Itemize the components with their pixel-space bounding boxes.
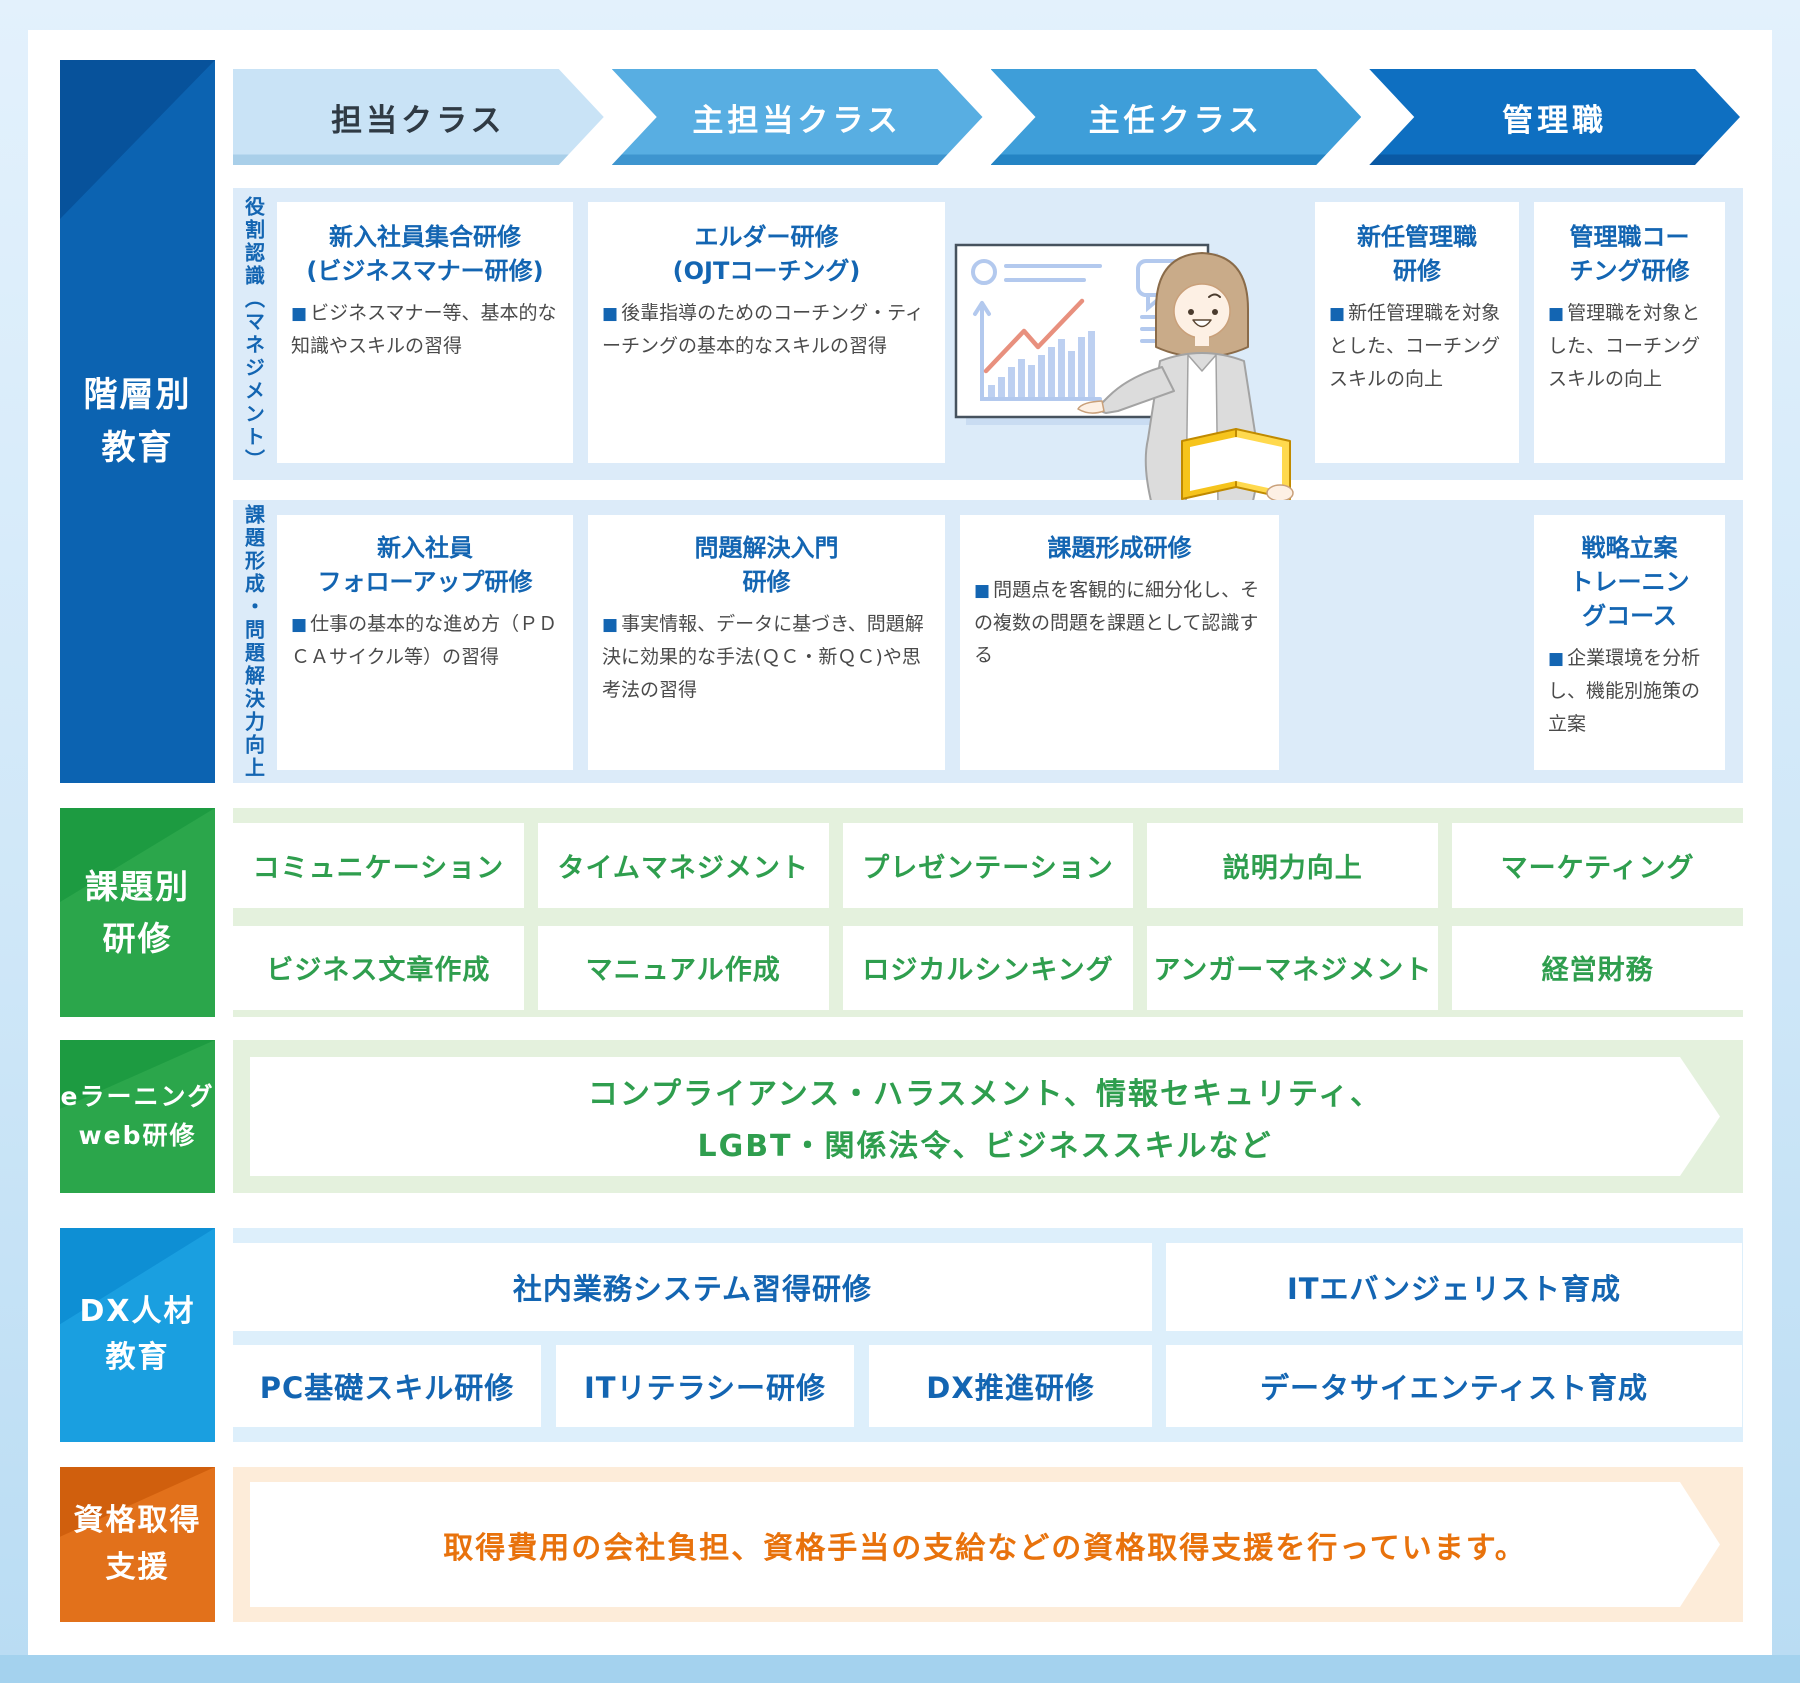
sidebar-label: 階層別 教育	[83, 374, 192, 468]
card-title: エルダー研修 (OJTコーチング)	[672, 223, 861, 286]
sidebar-dx-education: DX人材 教育	[60, 1228, 215, 1442]
bullet-icon: ■	[291, 615, 308, 636]
elearning-band: コンプライアンス・ハラスメント、情報セキュリティ、 LGBT・関係法令、ビジネス…	[233, 1040, 1743, 1193]
dx-education-band: 社内業務システム習得研修 ITエバンジェリスト育成 PC基礎スキル研修 ITリテ…	[233, 1228, 1743, 1442]
card-new-employee-group-training: 新入社員集合研修 (ビジネスマナー研修) ■ビジネスマナー等、基本的な知識やスキ…	[277, 202, 573, 463]
topic-training-grid: コミュニケーション タイムマネジメント プレゼンテーション 説明力向上 マーケテ…	[233, 808, 1743, 1017]
card-body: ■企業環境を分析し、機能別施策の立案	[1548, 647, 1701, 735]
topic-card-marketing: マーケティング	[1452, 823, 1743, 908]
career-level-label: 主任クラス	[1088, 102, 1264, 139]
card-body: ■問題点を客観的に細分化し、その複数の問題を課題として認識する	[974, 579, 1260, 667]
card-issue-formation-training: 課題形成研修 ■問題点を客観的に細分化し、その複数の問題を課題として認識する	[960, 515, 1279, 770]
card-title: 新任管理職 研修	[1357, 223, 1477, 286]
card-title: 新入社員集合研修 (ビジネスマナー研修)	[306, 223, 544, 286]
bullet-icon: ■	[602, 304, 619, 325]
card-body: ■管理職を対象とした、コーチングスキルの向上	[1548, 302, 1701, 390]
dx-card-it-evangelist: ITエバンジェリスト育成	[1166, 1243, 1742, 1331]
card-manager-coaching-training: 管理職コー チング研修 ■管理職を対象とした、コーチングスキルの向上	[1534, 202, 1725, 463]
sidebar-label: 資格取得 支援	[73, 1503, 202, 1585]
card-title: 管理職コー チング研修	[1569, 223, 1690, 286]
topic-card-logical-thinking: ロジカルシンキング	[842, 925, 1134, 1010]
dx-card-dx-promotion: DX推進研修	[869, 1345, 1152, 1427]
career-level-label: 担当クラス	[331, 102, 506, 139]
career-level-label: 主担当クラス	[692, 102, 902, 139]
career-level-arrow-senior-staff: 主担当クラス	[612, 69, 983, 165]
topic-card-manual-creation: マニュアル作成	[537, 925, 829, 1010]
card-title: 新入社員 フォローアップ研修	[317, 534, 533, 597]
sidebar-label: DX人材 教育	[79, 1293, 196, 1376]
career-level-arrow-manager: 管理職	[1369, 69, 1740, 165]
card-body: ■仕事の基本的な進め方（ＰＤＣＡサイクル等）の習得	[291, 613, 558, 668]
topic-card-presentation: プレゼンテーション	[842, 823, 1134, 908]
dx-card-internal-system-training: 社内業務システム習得研修	[233, 1243, 1152, 1331]
card-body: ■ビジネスマナー等、基本的な知識やスキルの習得	[291, 302, 557, 357]
topic-card-business-writing: ビジネス文章作成	[233, 925, 524, 1010]
sidebar-elearning-web-training: eラーニング web研修	[60, 1040, 215, 1193]
elearning-content-card: コンプライアンス・ハラスメント、情報セキュリティ、 LGBT・関係法令、ビジネス…	[250, 1057, 1720, 1176]
career-level-label: 管理職	[1502, 102, 1608, 139]
card-body: ■事実情報、データに基づき、問題解決に効果的な手法(ＱＣ・新ＱＣ)や思考法の習得	[602, 613, 924, 701]
bullet-icon: ■	[602, 615, 619, 636]
topic-card-time-management: タイムマネジメント	[537, 823, 829, 908]
sidebar-hierarchical-education: 階層別 教育	[60, 60, 215, 783]
bullet-icon: ■	[974, 581, 991, 602]
dx-card-it-literacy: ITリテラシー研修	[556, 1345, 854, 1427]
career-level-arrows: 担当クラス 主担当クラス 主任クラス 管理職	[233, 69, 1740, 165]
certification-content-card: 取得費用の会社負担、資格手当の支給などの資格取得支援を行っています。	[250, 1482, 1720, 1607]
card-title: 課題形成研修	[1047, 534, 1192, 562]
card-title: 問題解決入門 研修	[694, 534, 839, 597]
dx-card-pc-basic-skills: PC基礎スキル研修	[233, 1345, 541, 1427]
topic-card-corporate-finance: 経営財務	[1452, 925, 1743, 1010]
bottom-frame-bar	[0, 1655, 1800, 1683]
topic-card-communication: コミュニケーション	[233, 823, 524, 908]
axis-label-problem-solving: 課題形成・問題解決力向上	[241, 503, 266, 780]
card-new-employee-followup-training: 新入社員 フォローアップ研修 ■仕事の基本的な進め方（ＰＤＣＡサイクル等）の習得	[277, 515, 573, 770]
bullet-icon: ■	[291, 304, 308, 325]
card-elder-ojt-coaching-training: エルダー研修 (OJTコーチング) ■後輩指導のためのコーチング・ティーチングの…	[588, 202, 945, 463]
card-title: 戦略立案 トレーニン グコース	[1569, 534, 1690, 631]
card-strategy-planning-training-course: 戦略立案 トレーニン グコース ■企業環境を分析し、機能別施策の立案	[1534, 515, 1725, 770]
bullet-icon: ■	[1548, 649, 1565, 670]
topic-card-anger-management: アンガーマネジメント	[1147, 925, 1439, 1010]
certification-band: 取得費用の会社負担、資格手当の支給などの資格取得支援を行っています。	[233, 1467, 1743, 1622]
card-new-manager-training: 新任管理職 研修 ■新任管理職を対象とした、コーチングスキルの向上	[1315, 202, 1519, 463]
card-body: ■新任管理職を対象とした、コーチングスキルの向上	[1329, 302, 1501, 390]
dx-card-data-scientist: データサイエンティスト育成	[1166, 1345, 1742, 1427]
axis-label-role-recognition: 役割認識（マネジメント）	[241, 196, 266, 472]
sidebar-topic-training: 課題別 研修	[60, 808, 215, 1017]
bullet-icon: ■	[1548, 304, 1565, 325]
sidebar-certification-support: 資格取得 支援	[60, 1467, 215, 1622]
presenter-illustration	[954, 243, 1294, 505]
sidebar-label: 課題別 研修	[85, 867, 190, 958]
card-body: ■後輩指導のためのコーチング・ティーチングの基本的なスキルの習得	[602, 302, 924, 357]
career-level-arrow-staff: 担当クラス	[233, 69, 604, 165]
row-role-recognition: 役割認識（マネジメント） 新入社員集合研修 (ビジネスマナー研修) ■ビジネスマ…	[233, 188, 1743, 505]
card-problem-solving-intro-training: 問題解決入門 研修 ■事実情報、データに基づき、問題解決に効果的な手法(ＱＣ・新…	[588, 515, 945, 770]
row-problem-solving: 課題形成・問題解決力向上 新入社員 フォローアップ研修 ■仕事の基本的な進め方（…	[233, 500, 1743, 783]
career-level-arrow-chief: 主任クラス	[991, 69, 1362, 165]
sidebar-label: eラーニング web研修	[60, 1081, 215, 1150]
topic-card-explanation-skill: 説明力向上	[1147, 823, 1439, 908]
bullet-icon: ■	[1329, 304, 1346, 325]
